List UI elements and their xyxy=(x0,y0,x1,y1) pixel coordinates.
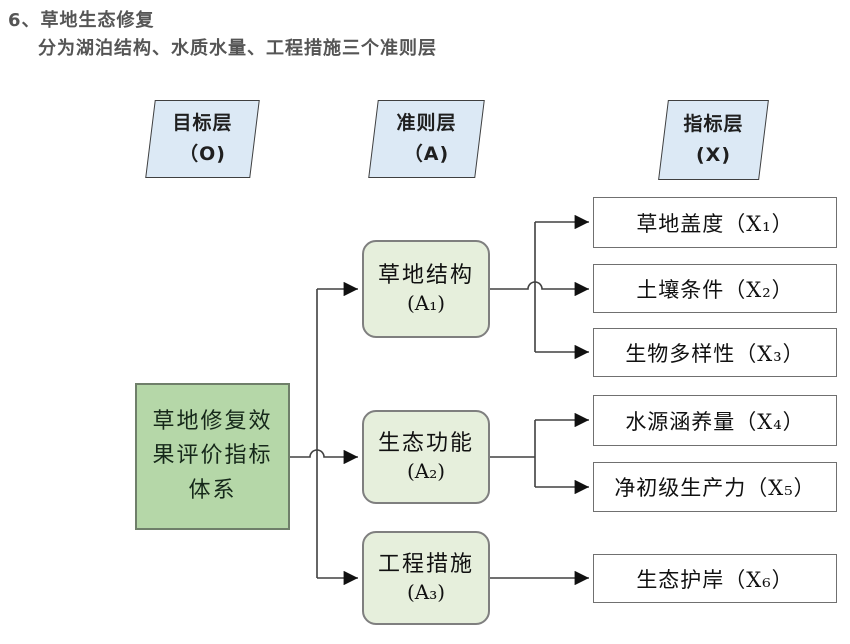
layer-header-label: 指标层 xyxy=(683,112,744,135)
criteria-label: 生态功能 xyxy=(377,430,474,456)
criteria-code: (A₃) xyxy=(406,580,446,605)
criteria-label: 工程措施 xyxy=(377,551,474,577)
layer-header-goal: 目标层 （O) xyxy=(145,100,260,178)
layer-header-label: 准则层 xyxy=(396,111,457,134)
layer-header-code: （O) xyxy=(179,143,226,165)
layer-header-criteria: 准则层 （A) xyxy=(368,100,485,178)
layer-header-indicator: 指标层 (X) xyxy=(658,100,769,180)
wire-goal-to-a2 xyxy=(290,449,358,465)
wire-a1-to-x2 xyxy=(490,281,589,297)
page-subtitle: 分为湖泊结构、水质水量、工程措施三个准则层 xyxy=(38,38,437,59)
indicator-node-x3: 生物多样性（X₃） xyxy=(593,328,837,377)
criteria-node-a2: 生态功能 (A₂) xyxy=(362,410,490,504)
indicator-node-x4: 水源涵养量（X₄） xyxy=(593,395,837,446)
layer-header-code: （A) xyxy=(403,143,450,165)
layer-header-code: (X) xyxy=(695,144,732,166)
criteria-node-a3: 工程措施 (A₃) xyxy=(362,531,490,625)
page-title: 6、草地生态修复 xyxy=(8,10,155,31)
goal-node: 草地修复效果评价指标体系 xyxy=(135,383,290,530)
criteria-label: 草地结构 xyxy=(377,262,474,288)
criteria-node-a1: 草地结构 (A₁) xyxy=(362,240,490,338)
indicator-node-x2: 土壤条件（X₂） xyxy=(593,264,837,313)
indicator-node-x6: 生态护岸（X₆） xyxy=(593,554,837,603)
indicator-node-x5: 净初级生产力（X₅） xyxy=(593,462,837,512)
layer-header-label: 目标层 xyxy=(172,111,233,134)
indicator-node-x1: 草地盖度（X₁） xyxy=(593,197,837,248)
criteria-code: (A₁) xyxy=(406,291,446,316)
criteria-code: (A₂) xyxy=(406,459,446,484)
